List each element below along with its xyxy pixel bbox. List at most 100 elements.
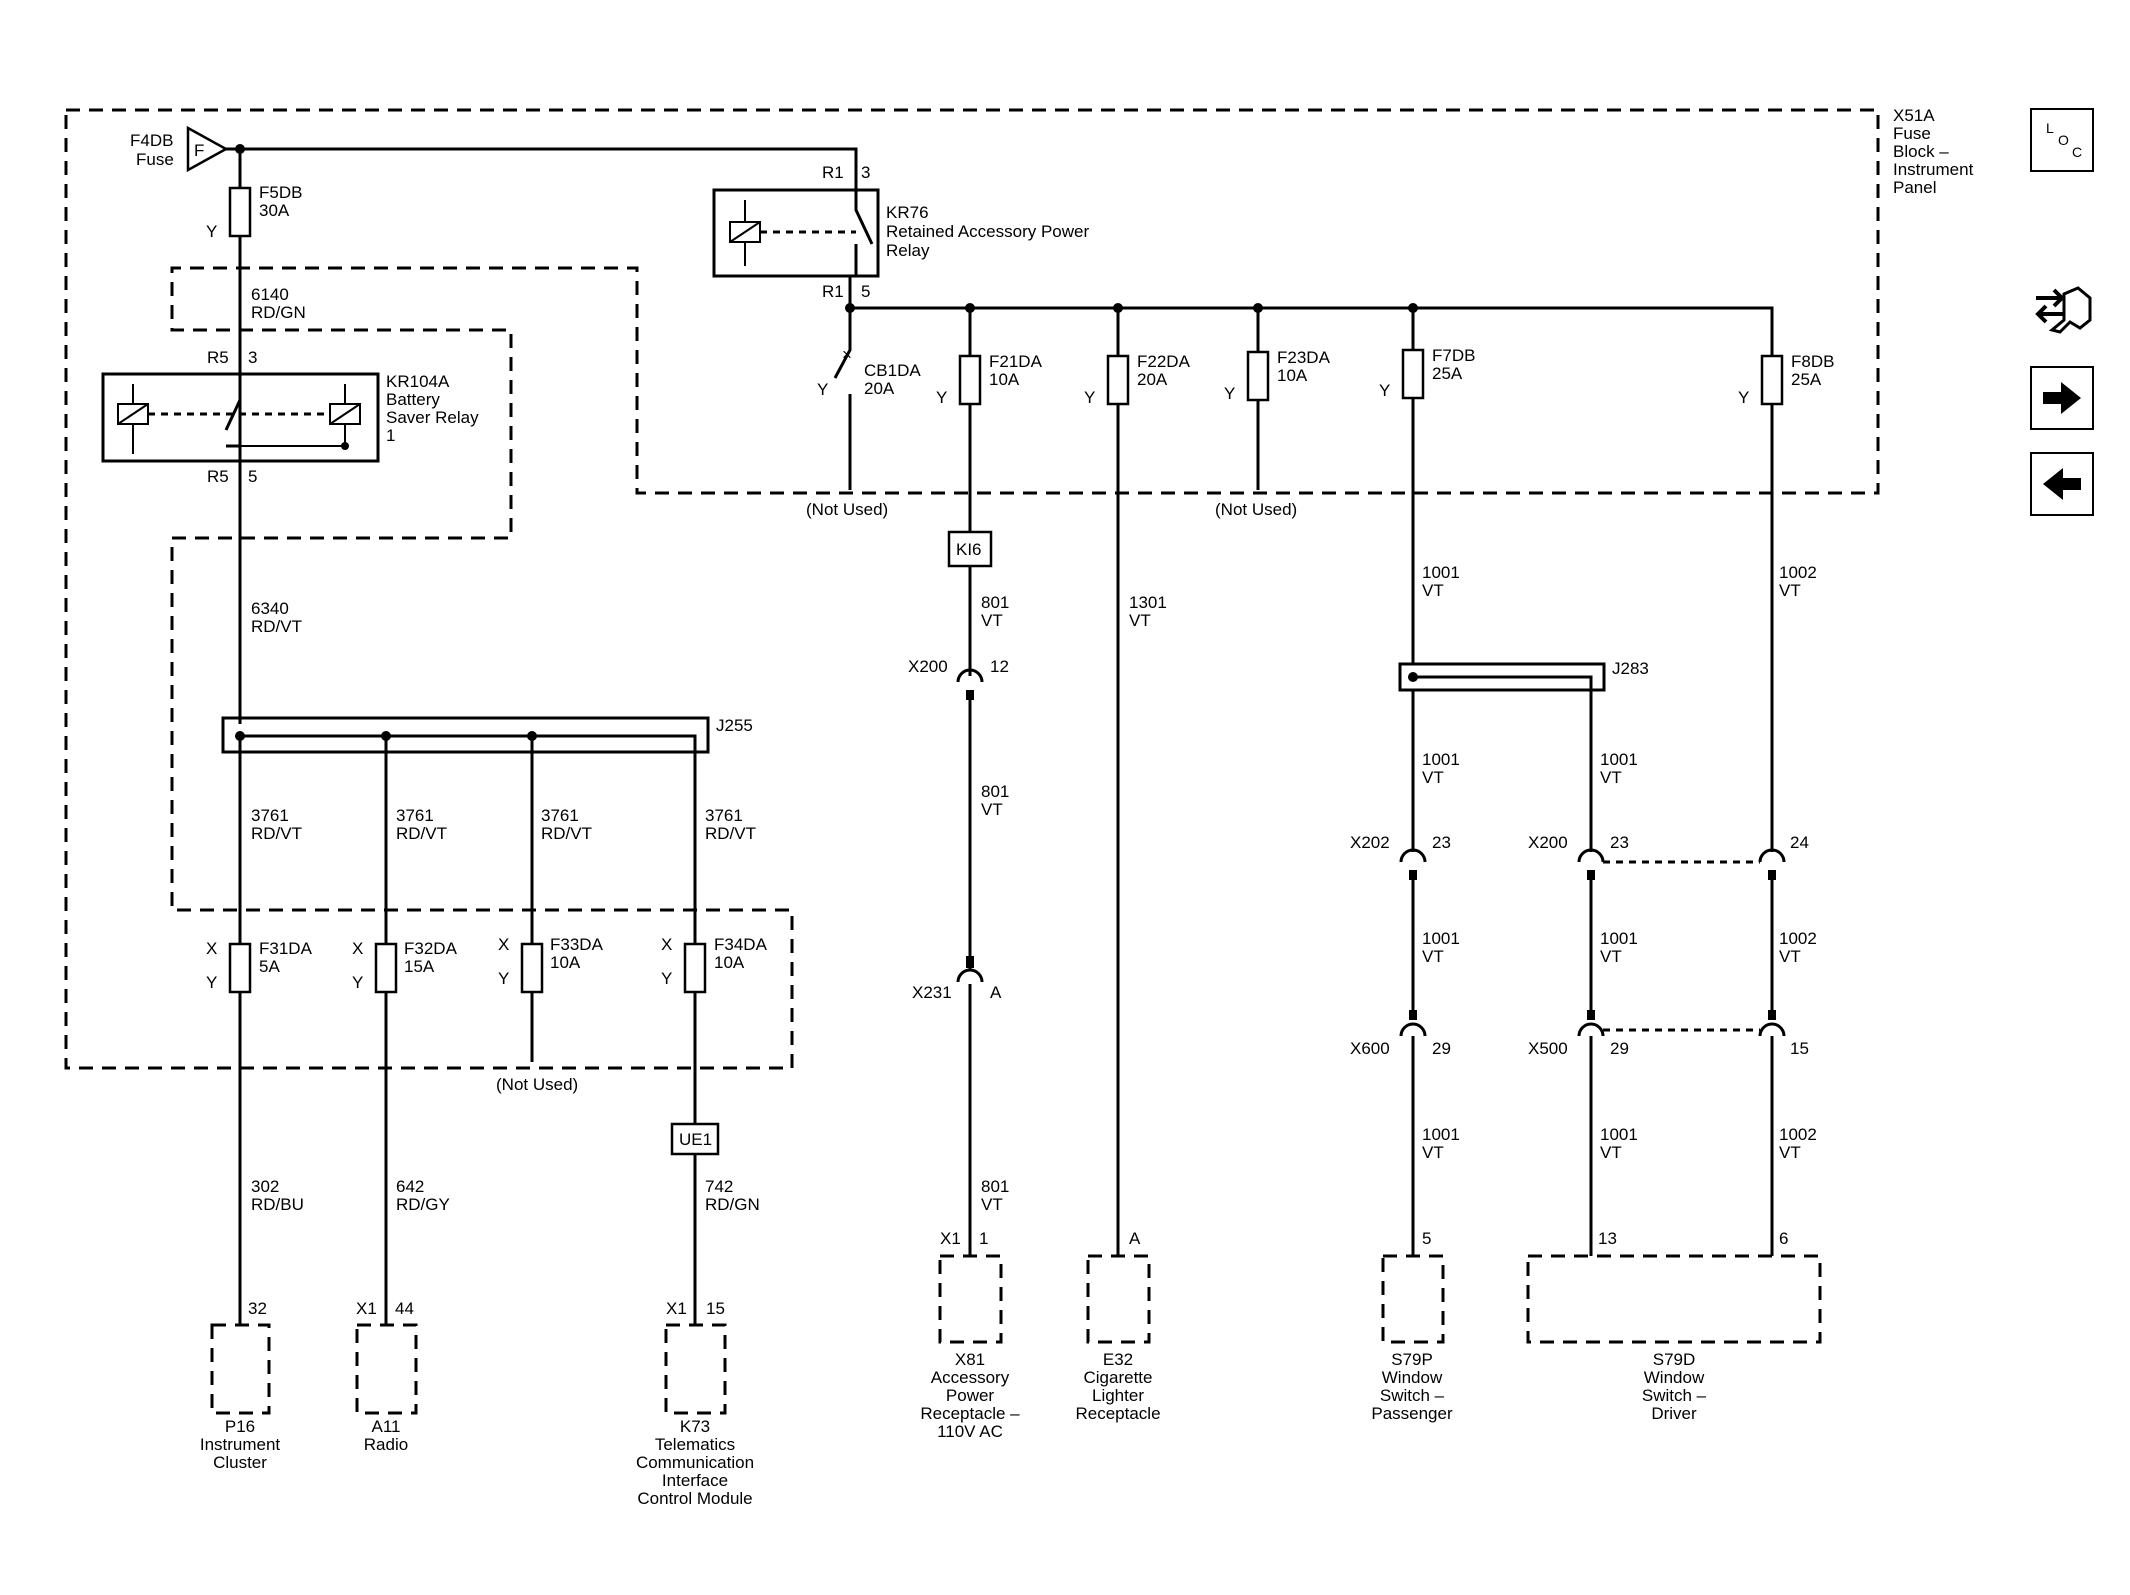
svg-text:Y: Y [1738, 388, 1749, 407]
svg-text:RD/GN: RD/GN [705, 1195, 760, 1214]
fuse-f5db [228, 186, 252, 238]
svg-text:Saver Relay: Saver Relay [386, 408, 479, 427]
svg-text:VT: VT [1779, 581, 1801, 600]
svg-text:X1: X1 [666, 1299, 687, 1318]
svg-text:5: 5 [861, 282, 870, 301]
loc-button[interactable]: L O C [2030, 108, 2094, 172]
svg-text:VT: VT [1600, 1143, 1622, 1162]
svg-text:K73: K73 [680, 1417, 710, 1436]
svg-text:S79D: S79D [1653, 1350, 1696, 1369]
svg-text:Passenger: Passenger [1371, 1404, 1453, 1423]
svg-text:F34DA: F34DA [714, 935, 768, 954]
fuse-f33da [520, 942, 544, 994]
svg-text:J255: J255 [716, 716, 753, 735]
svg-text:A: A [1129, 1229, 1141, 1248]
svg-text:Radio: Radio [364, 1435, 408, 1454]
svg-text:1001: 1001 [1600, 1125, 1638, 1144]
svg-text:Communication: Communication [636, 1453, 754, 1472]
svg-text:Fuse: Fuse [1893, 124, 1931, 143]
svg-text:Instrument: Instrument [200, 1435, 281, 1454]
svg-text:15A: 15A [404, 957, 435, 976]
svg-text:1001: 1001 [1600, 750, 1638, 769]
component-k73: X1 15 K73 Telematics Communication Inter… [636, 1299, 754, 1508]
svg-text:302: 302 [251, 1177, 279, 1196]
svg-text:10A: 10A [989, 370, 1020, 389]
svg-text:25A: 25A [1791, 370, 1822, 389]
previous-page-button[interactable] [2030, 452, 2094, 516]
svg-text:12: 12 [990, 657, 1009, 676]
svg-text:R1: R1 [822, 282, 844, 301]
fuse-f22da [1106, 354, 1130, 406]
svg-text:KR76: KR76 [886, 203, 929, 222]
svg-text:3761: 3761 [541, 806, 579, 825]
svg-text:1001: 1001 [1422, 563, 1460, 582]
svg-text:Telematics: Telematics [655, 1435, 735, 1454]
svg-text:KI6: KI6 [956, 540, 982, 559]
svg-text:1001: 1001 [1422, 1125, 1460, 1144]
svg-text:3761: 3761 [705, 806, 743, 825]
next-page-button[interactable] [2030, 366, 2094, 430]
svg-text:Cluster: Cluster [213, 1453, 267, 1472]
svg-text:CB1DA: CB1DA [864, 361, 921, 380]
svg-text:X200: X200 [908, 657, 948, 676]
splice-j283: J283 [1398, 659, 1649, 692]
svg-text:R5: R5 [207, 348, 229, 367]
svg-text:VT: VT [1422, 768, 1444, 787]
feed-fuse-f4db: F F4DB Fuse [130, 125, 229, 173]
svg-text:X51A: X51A [1893, 106, 1935, 125]
svg-text:VT: VT [981, 1195, 1003, 1214]
svg-text:1: 1 [979, 1229, 988, 1248]
fuse-f31da [228, 942, 252, 994]
svg-text:X1: X1 [356, 1299, 377, 1318]
svg-text:5: 5 [248, 467, 257, 486]
svg-text:Control Module: Control Module [637, 1489, 752, 1508]
svg-text:X600: X600 [1350, 1039, 1390, 1058]
svg-text:1001: 1001 [1600, 929, 1638, 948]
loc-letter-c: C [2072, 144, 2083, 160]
svg-text:Y: Y [936, 388, 947, 407]
component-view-button[interactable] [2030, 280, 2100, 340]
svg-text:RD/VT: RD/VT [705, 824, 756, 843]
svg-text:S79P: S79P [1391, 1350, 1433, 1369]
svg-text:44: 44 [395, 1299, 414, 1318]
svg-text:Panel: Panel [1893, 178, 1936, 197]
loc-letter-l: L [2046, 120, 2054, 136]
svg-text:X81: X81 [955, 1350, 985, 1369]
svg-text:Switch –: Switch – [1642, 1386, 1707, 1405]
component-e32: A E32 Cigarette Lighter Receptacle [1075, 1229, 1160, 1423]
svg-text:Driver: Driver [1651, 1404, 1697, 1423]
svg-text:P16: P16 [225, 1417, 255, 1436]
svg-text:Cigarette: Cigarette [1084, 1368, 1153, 1387]
svg-text:29: 29 [1432, 1039, 1451, 1058]
svg-text:R1: R1 [822, 163, 844, 182]
component-s79d: 13 6 S79D Window Switch – Driver [1526, 1229, 1822, 1423]
svg-text:10A: 10A [1277, 366, 1308, 385]
svg-text:VT: VT [1600, 947, 1622, 966]
svg-text:Relay: Relay [886, 241, 930, 260]
svg-text:X: X [498, 935, 509, 954]
svg-text:24: 24 [1790, 833, 1809, 852]
svg-text:1002: 1002 [1779, 1125, 1817, 1144]
svg-text:F7DB: F7DB [1432, 346, 1475, 365]
svg-text:1001: 1001 [1422, 929, 1460, 948]
svg-text:VT: VT [981, 800, 1003, 819]
fuse-f8db [1760, 354, 1784, 406]
svg-text:A: A [990, 983, 1002, 1002]
svg-text:30A: 30A [259, 201, 290, 220]
svg-text:742: 742 [705, 1177, 733, 1196]
svg-text:10A: 10A [550, 953, 581, 972]
svg-text:3761: 3761 [396, 806, 434, 825]
svg-text:Accessory: Accessory [931, 1368, 1010, 1387]
component-x81: X1 1 X81 Accessory Power Receptacle – 11… [920, 1229, 1020, 1441]
svg-text:Y: Y [206, 973, 217, 992]
svg-text:F21DA: F21DA [989, 352, 1043, 371]
svg-text:RD/VT: RD/VT [251, 617, 302, 636]
svg-text:X500: X500 [1528, 1039, 1568, 1058]
svg-text:Y: Y [817, 380, 828, 399]
feed-bus-wire [226, 147, 858, 192]
fuse-f7db [1401, 348, 1425, 400]
svg-text:Y: Y [1224, 384, 1235, 403]
fuse-block-label: X51A Fuse Block – Instrument Panel [1893, 106, 1974, 197]
svg-text:RD/VT: RD/VT [396, 824, 447, 843]
